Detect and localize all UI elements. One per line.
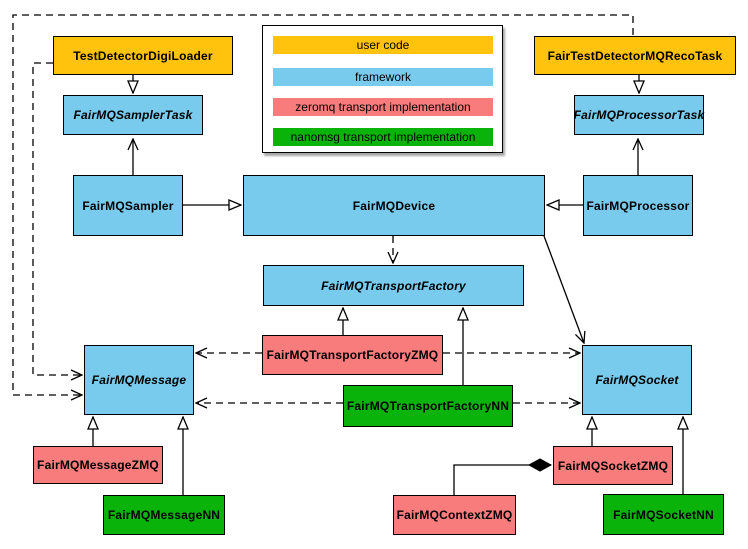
edge-association-device-socket bbox=[543, 235, 584, 343]
node-testdetectordigiloader: TestDetectorDigiLoader bbox=[53, 36, 233, 75]
node-fairmqtransportfactorynn: FairMQTransportFactoryNN bbox=[343, 385, 513, 427]
node-fairmqprocessor: FairMQProcessor bbox=[583, 175, 693, 236]
node-fairmqsocket: FairMQSocket bbox=[582, 345, 692, 415]
node-fairmqdevice: FairMQDevice bbox=[243, 175, 545, 236]
node-fairtestdetectormqrecotask: FairTestDetectorMQRecoTask bbox=[534, 36, 736, 75]
node-fairmqprocessortask: FairMQProcessorTask bbox=[574, 95, 704, 135]
node-fairmqmessagezmq: FairMQMessageZMQ bbox=[33, 446, 163, 484]
legend: user code framework zeromq transport imp… bbox=[262, 25, 503, 153]
legend-item-user-code: user code bbox=[273, 36, 493, 54]
node-fairmqtransportfactory: FairMQTransportFactory bbox=[263, 265, 524, 306]
edge-dependency-recotask-message bbox=[12, 14, 634, 395]
node-fairmqsocketzmq: FairMQSocketZMQ bbox=[553, 446, 673, 485]
node-fairmqmessage: FairMQMessage bbox=[84, 345, 194, 415]
edge-composition-socketzmq-contextzmq bbox=[453, 465, 551, 495]
legend-item-zeromq: zeromq transport implementation bbox=[273, 98, 493, 116]
node-fairmqsamplertask: FairMQSamplerTask bbox=[63, 95, 203, 135]
node-fairmqtransportfactoryzmq: FairMQTransportFactoryZMQ bbox=[262, 335, 443, 375]
node-fairmqsocketnn: FairMQSocketNN bbox=[603, 494, 724, 535]
node-fairmqsampler: FairMQSampler bbox=[73, 175, 183, 236]
node-fairmqcontextzmq: FairMQContextZMQ bbox=[393, 495, 516, 535]
legend-item-framework: framework bbox=[273, 68, 493, 86]
node-fairmqmessagenn: FairMQMessageNN bbox=[103, 495, 225, 535]
legend-item-nanomsg: nanomsg transport implementation bbox=[273, 128, 493, 146]
